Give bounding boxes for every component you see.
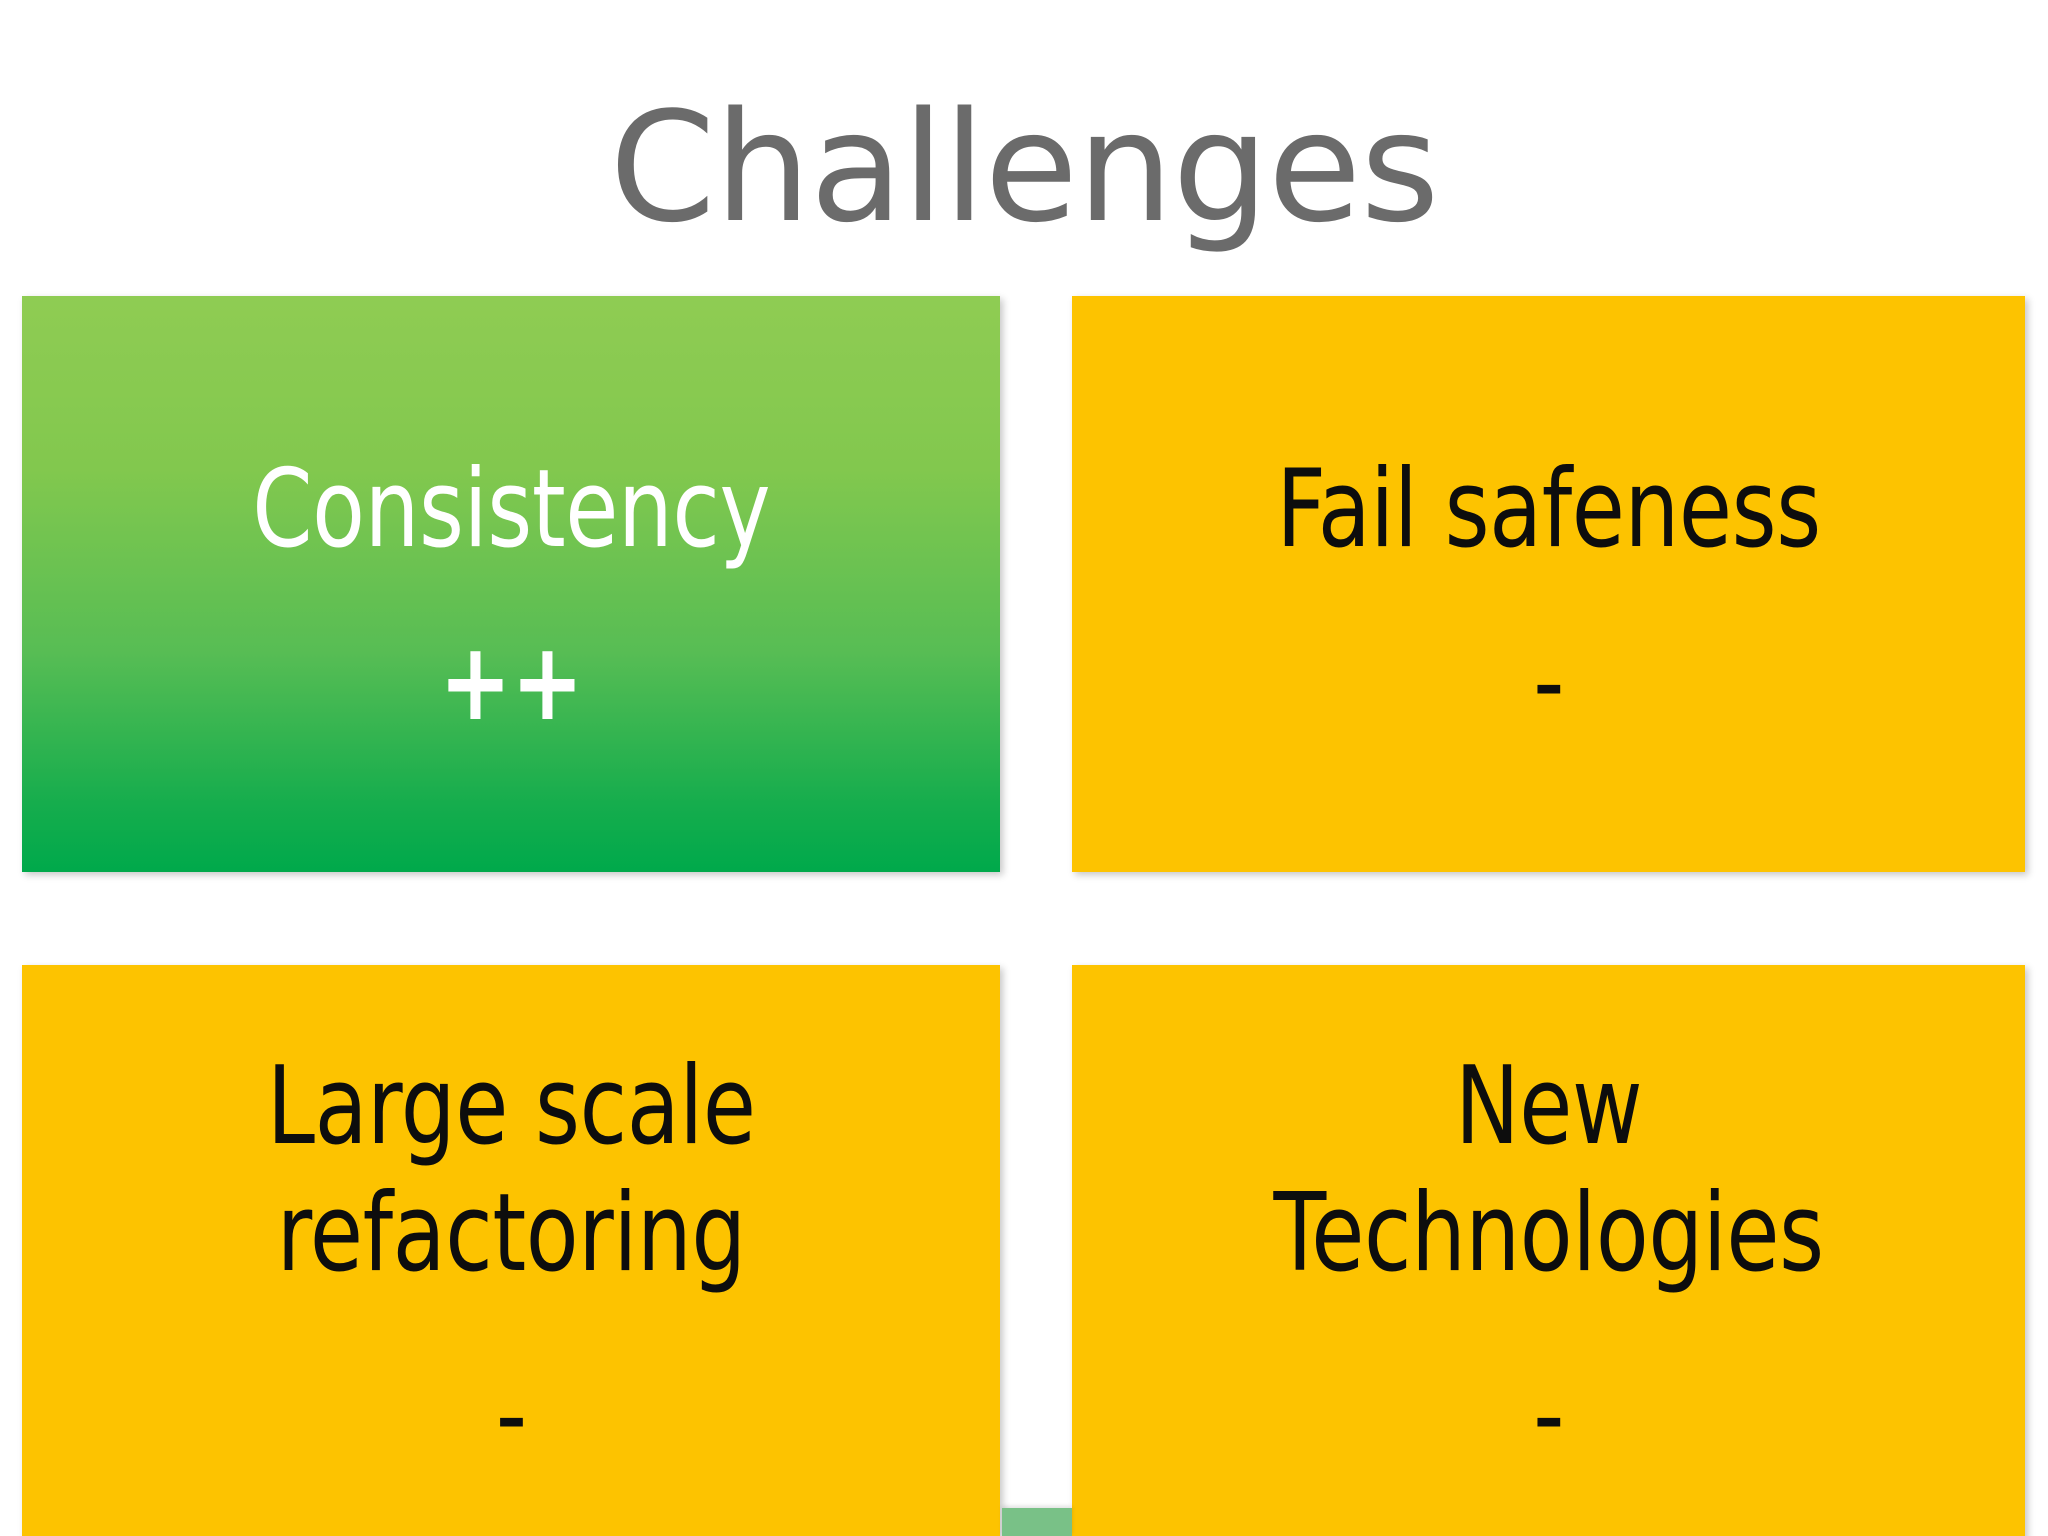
card-new-technologies-score: - — [1533, 1352, 1564, 1478]
card-consistency[interactable]: Consistency ++ — [22, 296, 1000, 872]
card-consistency-label: Consistency — [251, 447, 771, 572]
card-fail-safeness[interactable]: Fail safeness - — [1072, 296, 2025, 872]
card-large-scale-refactoring[interactable]: Large scale refactoring - — [22, 965, 1000, 1536]
page-title: Challenges — [609, 79, 1439, 256]
card-new-technologies[interactable]: New Technologies - — [1072, 965, 2025, 1536]
card-fail-safeness-label: Fail safeness — [1276, 447, 1821, 572]
card-large-scale-refactoring-score: - — [495, 1352, 527, 1478]
card-fail-safeness-score: - — [1533, 620, 1564, 746]
card-large-scale-refactoring-label: Large scale refactoring — [266, 1044, 756, 1297]
bottom-green-sliver — [1002, 1508, 1072, 1536]
card-consistency-score: ++ — [439, 620, 583, 746]
card-new-technologies-label: New Technologies — [1273, 1044, 1824, 1297]
